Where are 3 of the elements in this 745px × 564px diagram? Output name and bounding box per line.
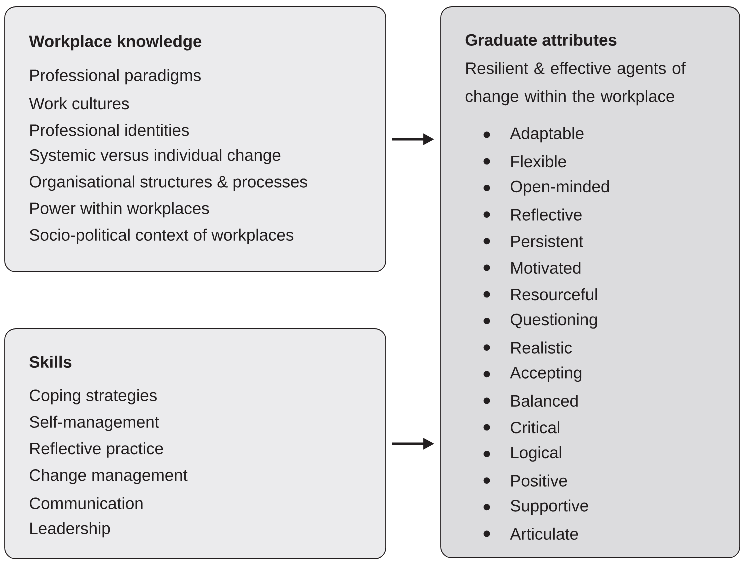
text-box: Graduate attributes Resilient & effective agents of change within the workplace Adaptable Flexible Open-minded Reflective Persistent Motivated Resourceful Questioning Realistic Accepting Balanced Critical Logical Positive Supportive Articulate [440, 6, 740, 558]
text-box: Skills Coping strategies Self-management Reflective practice Change management Communication Leadership [4, 328, 386, 560]
text-box: Workplace knowledge Professional paradigms Work cultures Professional identities Systemic versus individual change Organisational structures & processes Power within workplaces Socio-political context of workplaces [4, 6, 386, 272]
